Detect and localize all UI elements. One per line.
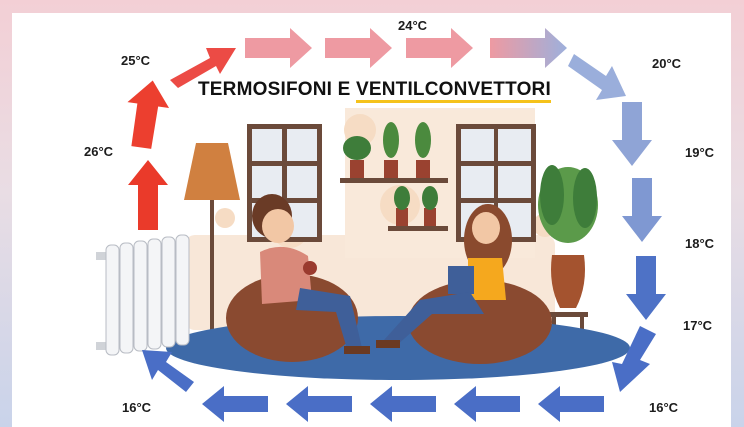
title-highlight: VENTILCONVETTORI [355, 79, 551, 103]
temperature-label-20: 20°C [652, 56, 682, 71]
temperature-label-24: 24°C [398, 18, 428, 33]
temperature-label-17: 17°C [683, 318, 713, 333]
temperature-label-16-left: 16°C [122, 400, 152, 415]
temperature-label-19: 19°C [685, 145, 715, 160]
radiator-icon [96, 234, 190, 356]
plant-icon [340, 122, 448, 231]
page-title: TERMOSIFONI E VENTILCONVETTORI [198, 79, 602, 103]
arrow-right-icon [245, 28, 567, 68]
person-man [252, 194, 370, 354]
arrow-diagonal-up-icon [170, 48, 236, 88]
arrow-up-icon [127, 80, 170, 230]
person-woman [376, 204, 512, 348]
arrow-diagonal-down-icon [568, 54, 626, 100]
arrow-diagonal-up-left-icon [142, 350, 194, 392]
arrow-diagonal-down-icon [612, 326, 656, 392]
arrow-down-icon [612, 102, 666, 320]
plant-icon [538, 165, 598, 343]
temperature-label-18: 18°C [685, 236, 715, 251]
temperature-label-25: 25°C [121, 53, 151, 68]
arrow-left-icon [202, 386, 604, 422]
temperature-label-16-right: 16°C [649, 400, 679, 415]
temperature-label-26: 26°C [84, 144, 114, 159]
